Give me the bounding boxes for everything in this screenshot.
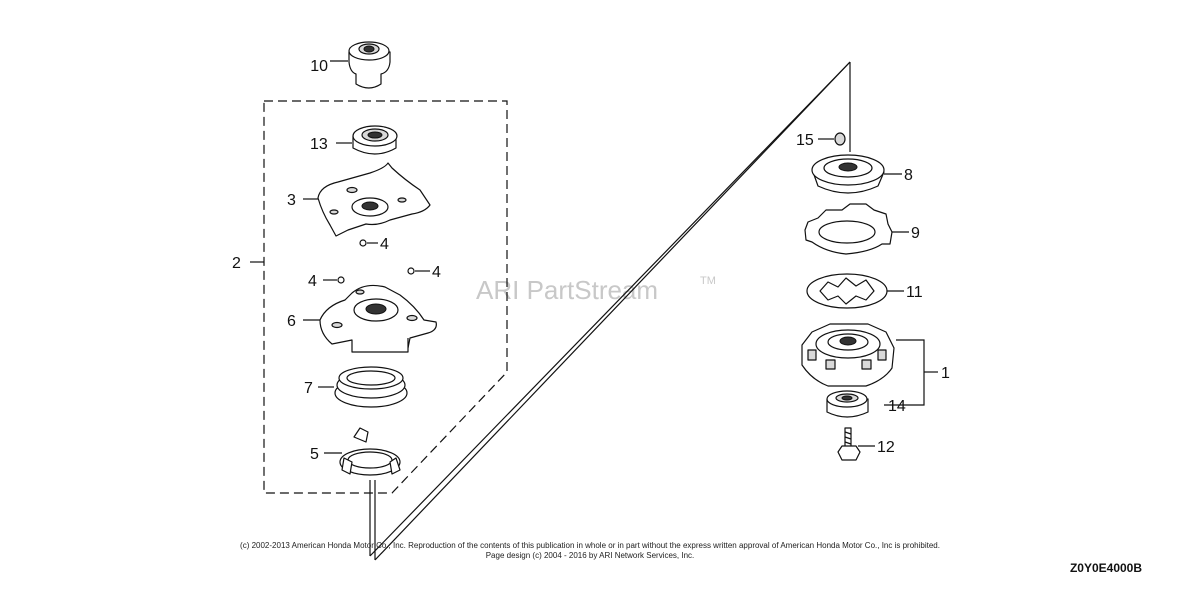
callout-15[interactable]: 15 [796, 132, 814, 149]
callout-4c[interactable]: 4 [432, 264, 441, 281]
callout-4a[interactable]: 4 [380, 236, 389, 253]
callout-12[interactable]: 12 [877, 439, 895, 456]
part-14-bearing[interactable] [826, 390, 869, 418]
watermark-text: ARI PartStream [476, 275, 658, 305]
part-10-bushing[interactable] [348, 41, 391, 89]
part-9-toothed-ring[interactable] [804, 203, 893, 255]
part-1-hub[interactable] [801, 323, 895, 387]
connector-line-diagonal-b [374, 61, 851, 561]
copyright-line-2: Page design (c) 2004 - 2016 by ARI Netwo… [485, 551, 695, 560]
callout-3[interactable]: 3 [287, 192, 296, 209]
part-11-washer[interactable] [806, 273, 888, 309]
callout-7[interactable]: 7 [304, 380, 313, 397]
watermark: ARI PartStream TM [476, 275, 716, 305]
part-3-plate[interactable] [317, 162, 431, 237]
watermark-trademark: TM [700, 275, 716, 287]
part-15-cap[interactable] [834, 132, 846, 146]
callout-13[interactable]: 13 [310, 136, 328, 153]
part-4-pin-a[interactable] [359, 239, 367, 247]
callout-9[interactable]: 9 [911, 225, 920, 242]
callout-2[interactable]: 2 [232, 255, 241, 272]
callout-8[interactable]: 8 [904, 167, 913, 184]
callout-11[interactable]: 11 [906, 284, 923, 301]
part-7-spring[interactable] [334, 366, 408, 408]
part-5-clip[interactable] [339, 427, 401, 476]
part-8-cover[interactable] [811, 154, 885, 194]
part-6-housing-plate[interactable] [319, 284, 437, 353]
callout-10[interactable]: 10 [310, 58, 328, 75]
connector-line-diagonal-a [369, 61, 851, 557]
part-13-bearing[interactable] [352, 125, 398, 155]
copyright-line-1: (c) 2002-2013 American Honda Motor Co., … [240, 541, 940, 550]
part-12-bolt[interactable] [837, 427, 861, 461]
part-4-pin-c[interactable] [407, 267, 415, 275]
callout-5[interactable]: 5 [310, 446, 319, 463]
callout-1[interactable]: 1 [941, 365, 950, 382]
diagram-code: Z0Y0E4000B [1069, 561, 1142, 575]
callout-6[interactable]: 6 [287, 313, 296, 330]
callout-14[interactable]: 14 [888, 398, 906, 415]
assembly-group-box [263, 100, 508, 494]
callout-4b[interactable]: 4 [308, 273, 317, 290]
part-4-pin-b[interactable] [337, 276, 345, 284]
